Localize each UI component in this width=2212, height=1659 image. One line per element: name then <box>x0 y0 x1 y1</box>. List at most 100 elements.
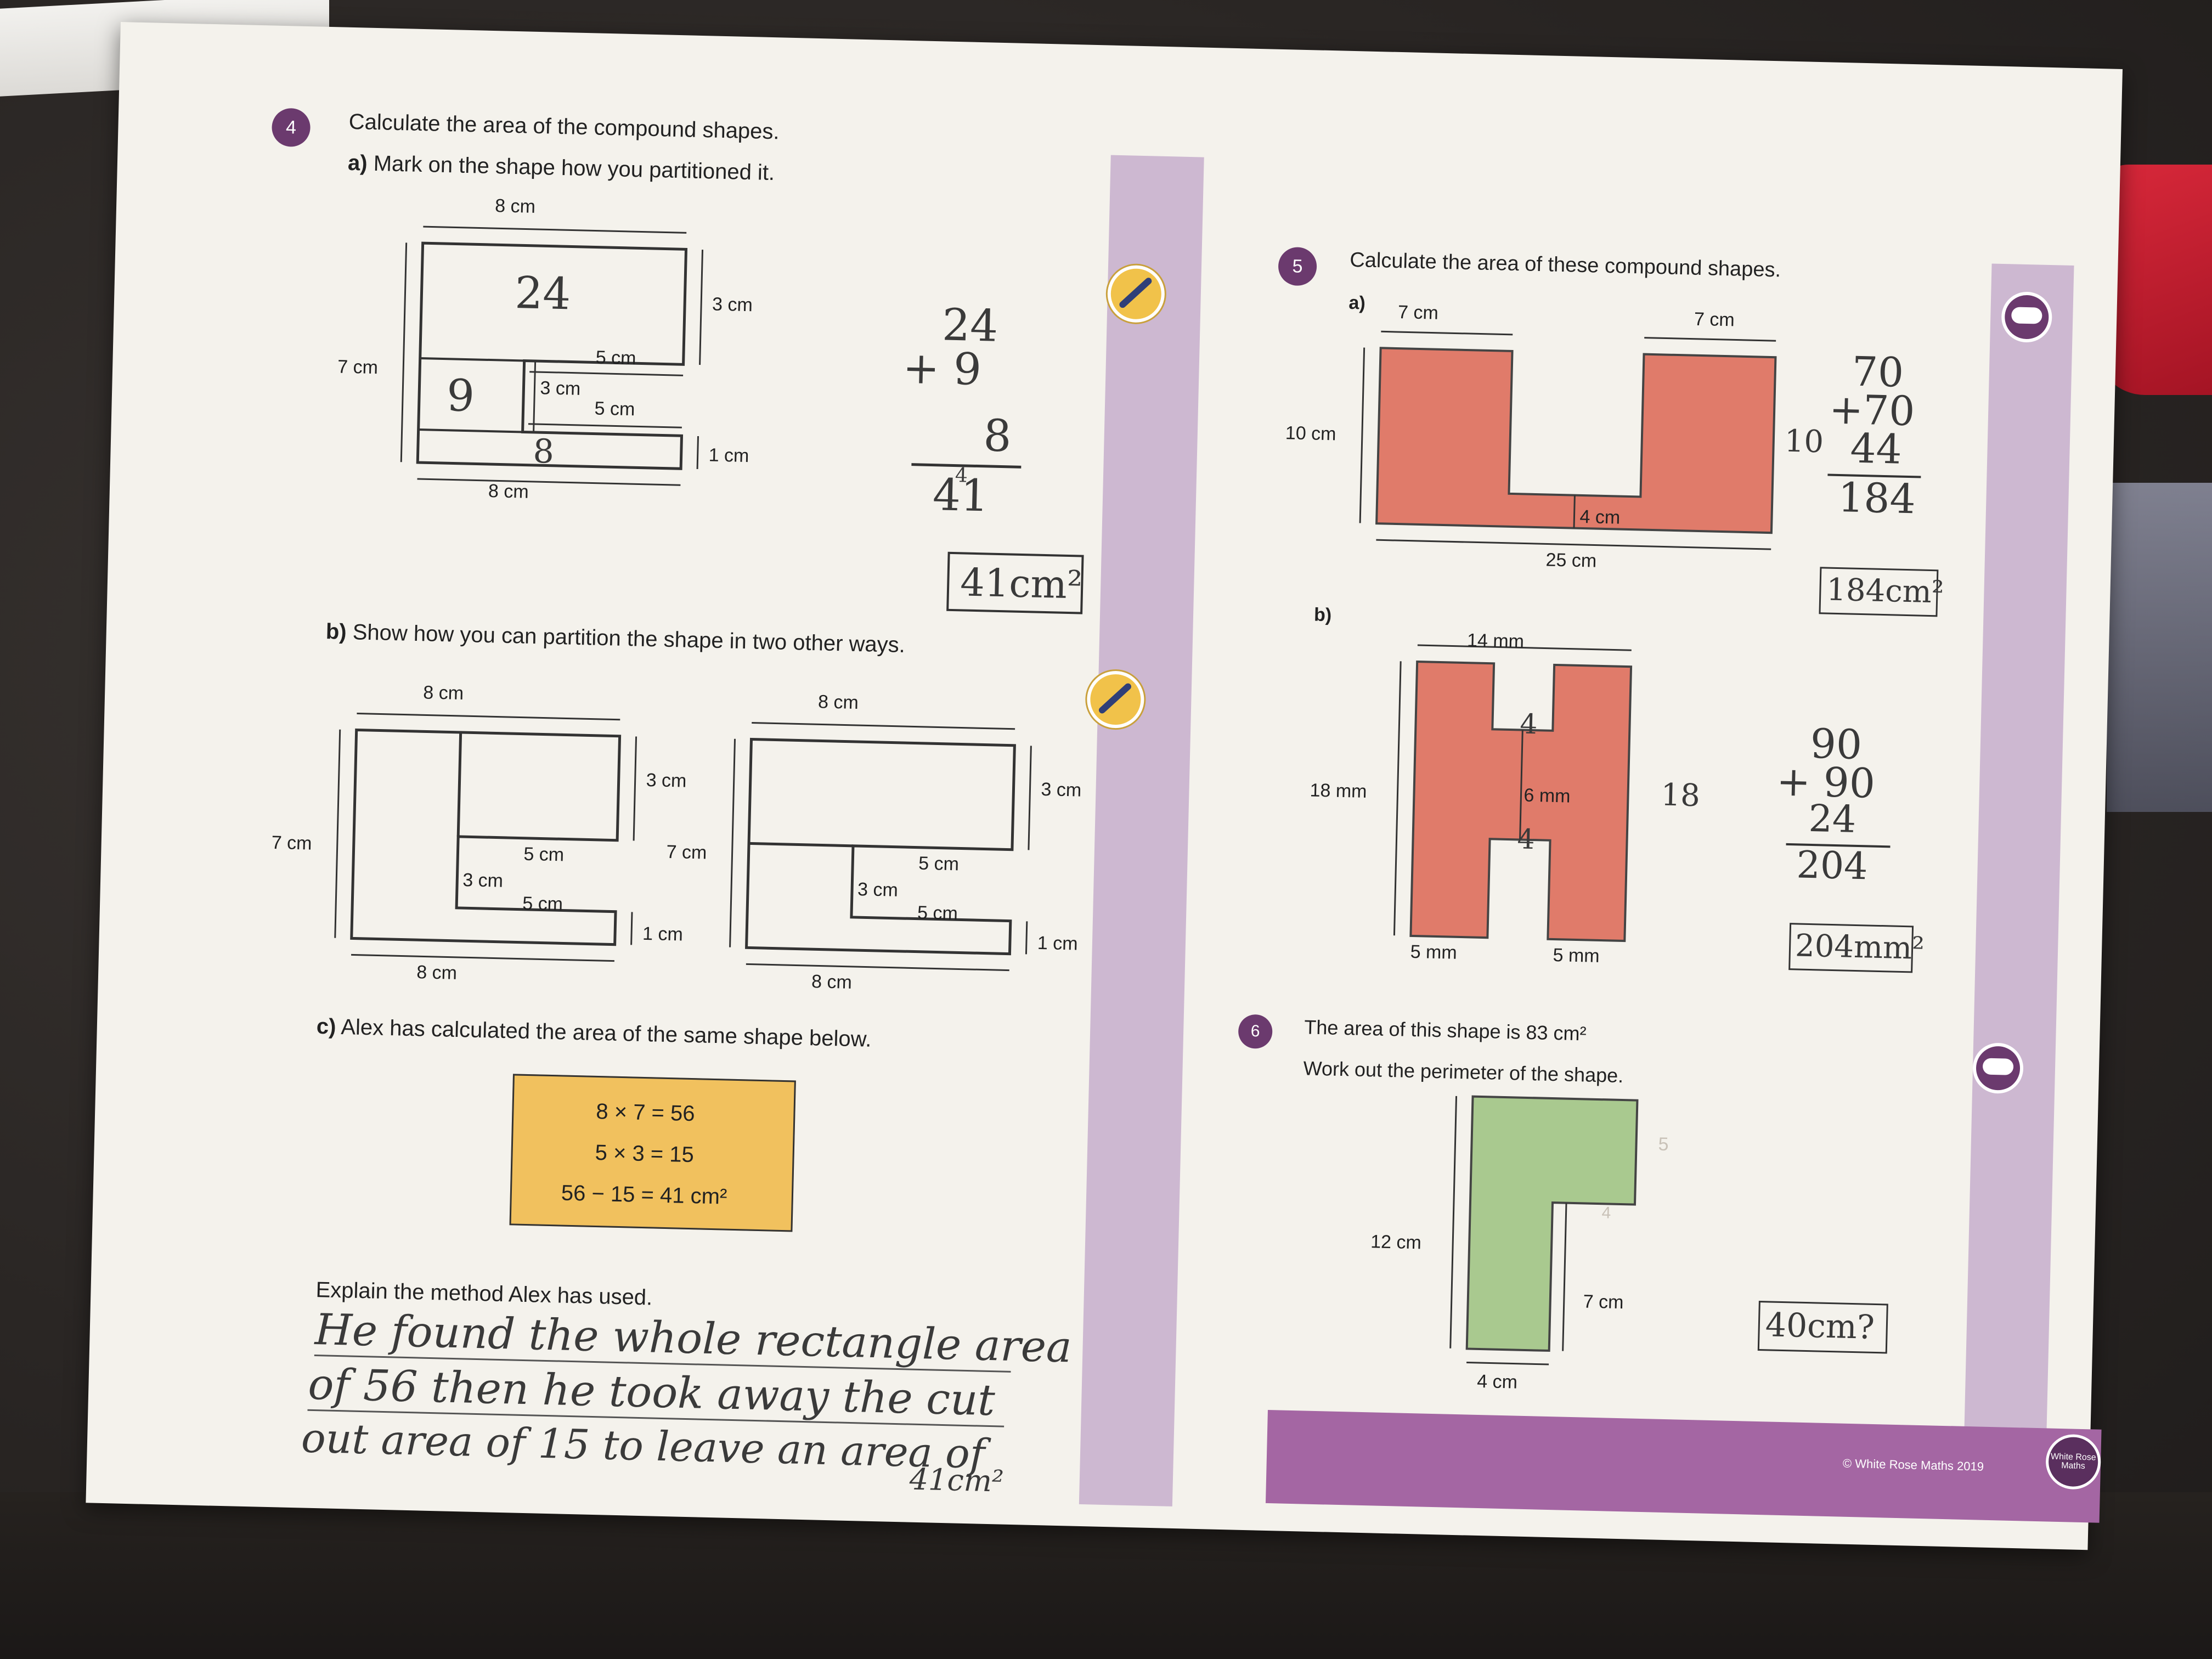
pencil-glyph <box>1119 278 1152 308</box>
dim-label: 8 cm <box>817 691 859 714</box>
part-label: c) <box>316 1014 337 1039</box>
dim-label: 1 cm <box>708 444 749 467</box>
part-label: a) <box>347 150 368 176</box>
dimension-arrow <box>699 250 704 365</box>
dim-label: 3 cm <box>462 870 504 891</box>
working-line: 204 <box>1796 843 1869 889</box>
dimension-arrow <box>752 721 1015 730</box>
dim-label: 5 cm <box>522 893 563 915</box>
dim-label: 3 cm <box>540 377 581 399</box>
dimension-arrow <box>1417 644 1632 651</box>
dimension-arrow <box>1562 1203 1567 1351</box>
answer-box: 40cm? <box>1757 1300 1888 1354</box>
dim-label: 8 cm <box>416 962 458 984</box>
dim-label: 3 cm <box>646 769 687 792</box>
dim-label: 12 cm <box>1370 1231 1422 1254</box>
answer-text: 184cm² <box>1826 572 1944 611</box>
dim-label: 8 cm <box>811 971 853 993</box>
dimension-arrow <box>529 371 684 376</box>
dimension-arrow <box>334 729 341 938</box>
dim-label: 5 cm <box>917 902 958 924</box>
dim-label: 5 mm <box>1553 944 1600 967</box>
question-number: 5 <box>1292 255 1304 277</box>
dimension-arrow <box>630 912 633 945</box>
dimension-arrow <box>1028 746 1032 850</box>
dim-label: 14 mm <box>1466 630 1525 652</box>
part-c-instruction: c) Alex has calculated the area of the s… <box>316 1014 872 1052</box>
part-label: b) <box>1313 604 1332 626</box>
question-5-badge: 5 <box>1278 246 1317 286</box>
question-4-badge: 4 <box>271 108 311 148</box>
dimension-arrow <box>423 225 687 234</box>
card-line: 56 − 15 = 41 cm² <box>561 1181 727 1209</box>
dimension-arrow <box>1449 1096 1458 1348</box>
dimension-arrow <box>1376 539 1771 550</box>
dim-label: 3 cm <box>1041 778 1082 801</box>
dimension-arrow <box>746 963 1009 972</box>
copyright: © White Rose Maths 2019 <box>1842 1456 1984 1474</box>
dim-label: 8 cm <box>488 481 529 503</box>
dimension-arrow <box>1573 495 1576 528</box>
plastic-folder <box>2107 483 2212 812</box>
answer-box: 41cm² <box>946 551 1084 614</box>
area-mark: 9 <box>446 370 476 422</box>
question-4-title: Calculate the area of the compound shape… <box>348 109 780 144</box>
area-mark: 4 <box>1516 823 1536 856</box>
dim-label: 6 mm <box>1523 785 1571 807</box>
part-a-instruction: a) Mark on the shape how you partitioned… <box>348 151 775 185</box>
dimension-arrow <box>633 736 637 841</box>
shape-5b-diagram <box>1393 644 1633 943</box>
question-6-text: Work out the perimeter of the shape. <box>1303 1057 1624 1087</box>
working-line: + 9 <box>902 342 982 396</box>
dim-label: 4 cm <box>1476 1370 1518 1393</box>
explain-prompt: Explain the method Alex has used. <box>315 1278 653 1310</box>
working-line: 8 <box>983 410 1012 462</box>
partition-line <box>748 842 854 848</box>
dimension-arrow <box>533 360 537 432</box>
dim-label: 8 cm <box>422 682 464 704</box>
shape-b2-outline <box>745 737 1016 956</box>
dim-label: 4 cm <box>1579 506 1621 528</box>
question-number: 4 <box>285 116 297 138</box>
area-mark: 24 <box>514 267 572 320</box>
pencil-icon <box>1107 264 1166 323</box>
dimension-arrow <box>1359 347 1365 523</box>
working-line: 10 <box>1784 423 1824 460</box>
dimension-arrow <box>351 953 614 962</box>
dimension-arrow <box>1393 661 1402 936</box>
dim-label: 3 cm <box>857 879 899 901</box>
dimension-arrow <box>417 478 681 486</box>
part-text: Mark on the shape how you partitioned it… <box>373 151 775 185</box>
page-footer: © White Rose Maths 2019 <box>1265 1409 2102 1523</box>
part-label: a) <box>1348 292 1366 314</box>
partition-line <box>456 732 462 837</box>
dimension-arrow <box>1381 330 1513 336</box>
answer-box: 184cm² <box>1819 567 1944 617</box>
shape-5a-fill <box>1375 347 1777 534</box>
working-line: 24 <box>1808 797 1857 842</box>
cloud-glyph <box>2011 307 2042 324</box>
dimension-arrow <box>1519 730 1523 840</box>
dim-label: 1 cm <box>1037 932 1079 955</box>
area-mark: 8 <box>532 432 555 471</box>
working-line: 44 <box>1849 425 1903 473</box>
dimension-arrow <box>528 423 682 428</box>
partition-line <box>418 428 523 433</box>
side-strip <box>1079 155 1204 1506</box>
shape-b1-diagram <box>334 712 637 962</box>
faint-mark: 5 <box>1658 1133 1669 1155</box>
area-mark: 4 <box>1519 708 1538 741</box>
answer-box: 204mm² <box>1788 923 1925 973</box>
dim-label: 3 cm <box>712 294 753 316</box>
shape-5a-diagram <box>1359 330 1777 550</box>
part-label: b) <box>325 619 347 645</box>
dim-label: 7 cm <box>1397 302 1439 324</box>
alex-working-card: 8 × 7 = 56 5 × 3 = 15 56 − 15 = 41 cm² <box>509 1074 796 1232</box>
dim-label: 1 cm <box>642 923 684 945</box>
pencil-glyph <box>1098 683 1131 714</box>
worksheet-page: 4 Calculate the area of the compound sha… <box>86 22 2123 1550</box>
working-line: 184 <box>1837 474 1916 523</box>
dim-label: 8 cm <box>494 195 536 217</box>
dimension-arrow <box>696 436 699 470</box>
shape-a-diagram <box>400 225 704 486</box>
